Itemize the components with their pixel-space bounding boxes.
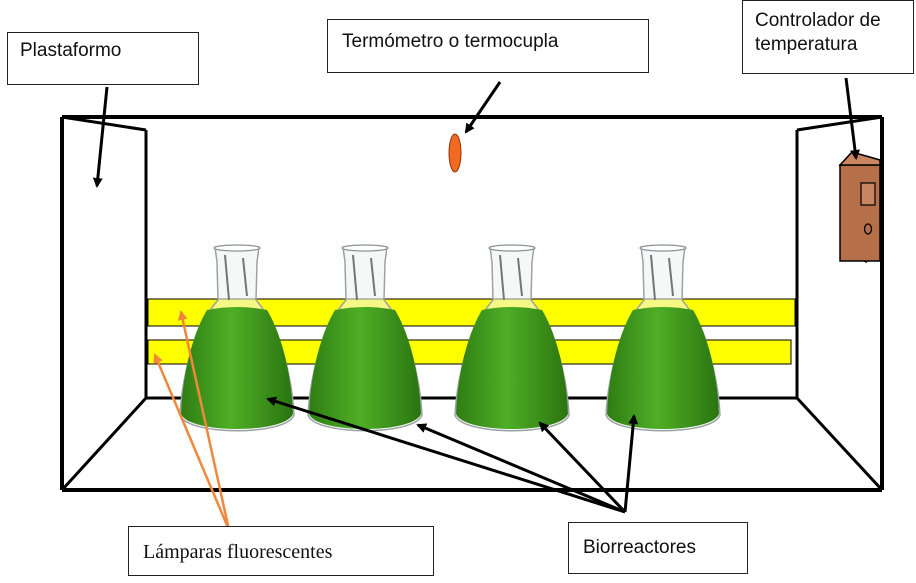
perspective-bottom-left bbox=[60, 396, 148, 492]
label-controlador: Controlador de temperatura bbox=[742, 0, 914, 74]
arrow-lampara-superior bbox=[177, 310, 231, 531]
perspective-bottom-right bbox=[795, 396, 884, 492]
biorreactores-text: Biorreactores bbox=[583, 537, 696, 558]
plastaformo-text: Plastaformo bbox=[20, 40, 122, 61]
label-lamparas: Lámparas fluorescentes bbox=[128, 526, 434, 576]
arrow-biorreactor-1 bbox=[266, 396, 626, 514]
bioreactor-flasks bbox=[179, 244, 721, 432]
bioreactor-flask bbox=[307, 244, 423, 432]
arrow-lampara-inferior bbox=[153, 353, 231, 531]
lamparas-text: Lámparas fluorescentes bbox=[143, 541, 333, 563]
controlador-text-line2: temperatura bbox=[755, 34, 858, 55]
arrow-biorreactor-2 bbox=[416, 423, 626, 514]
label-biorreactores: Biorreactores bbox=[568, 522, 748, 574]
bioreactor-flask bbox=[454, 244, 570, 432]
arrow-biorreactor-3 bbox=[538, 421, 627, 514]
bioreactor-flask bbox=[179, 244, 295, 432]
label-termometro: Termómetro o termocupla bbox=[327, 19, 649, 73]
label-plastaformo: Plastaformo bbox=[7, 32, 199, 85]
termometro-text: Termómetro o termocupla bbox=[342, 31, 559, 52]
thermometer-icon bbox=[448, 133, 462, 173]
bioreactor-flask bbox=[605, 244, 721, 432]
arrow-plastaformo bbox=[92, 86, 109, 188]
temperature-controller-icon bbox=[838, 150, 881, 264]
arrow-biorreactor-4 bbox=[623, 414, 639, 513]
arrow-termometro bbox=[464, 81, 502, 134]
controlador-text-line1: Controlador de bbox=[755, 10, 881, 31]
arrow-controlador bbox=[844, 77, 860, 160]
perspective-top-right bbox=[796, 115, 883, 132]
